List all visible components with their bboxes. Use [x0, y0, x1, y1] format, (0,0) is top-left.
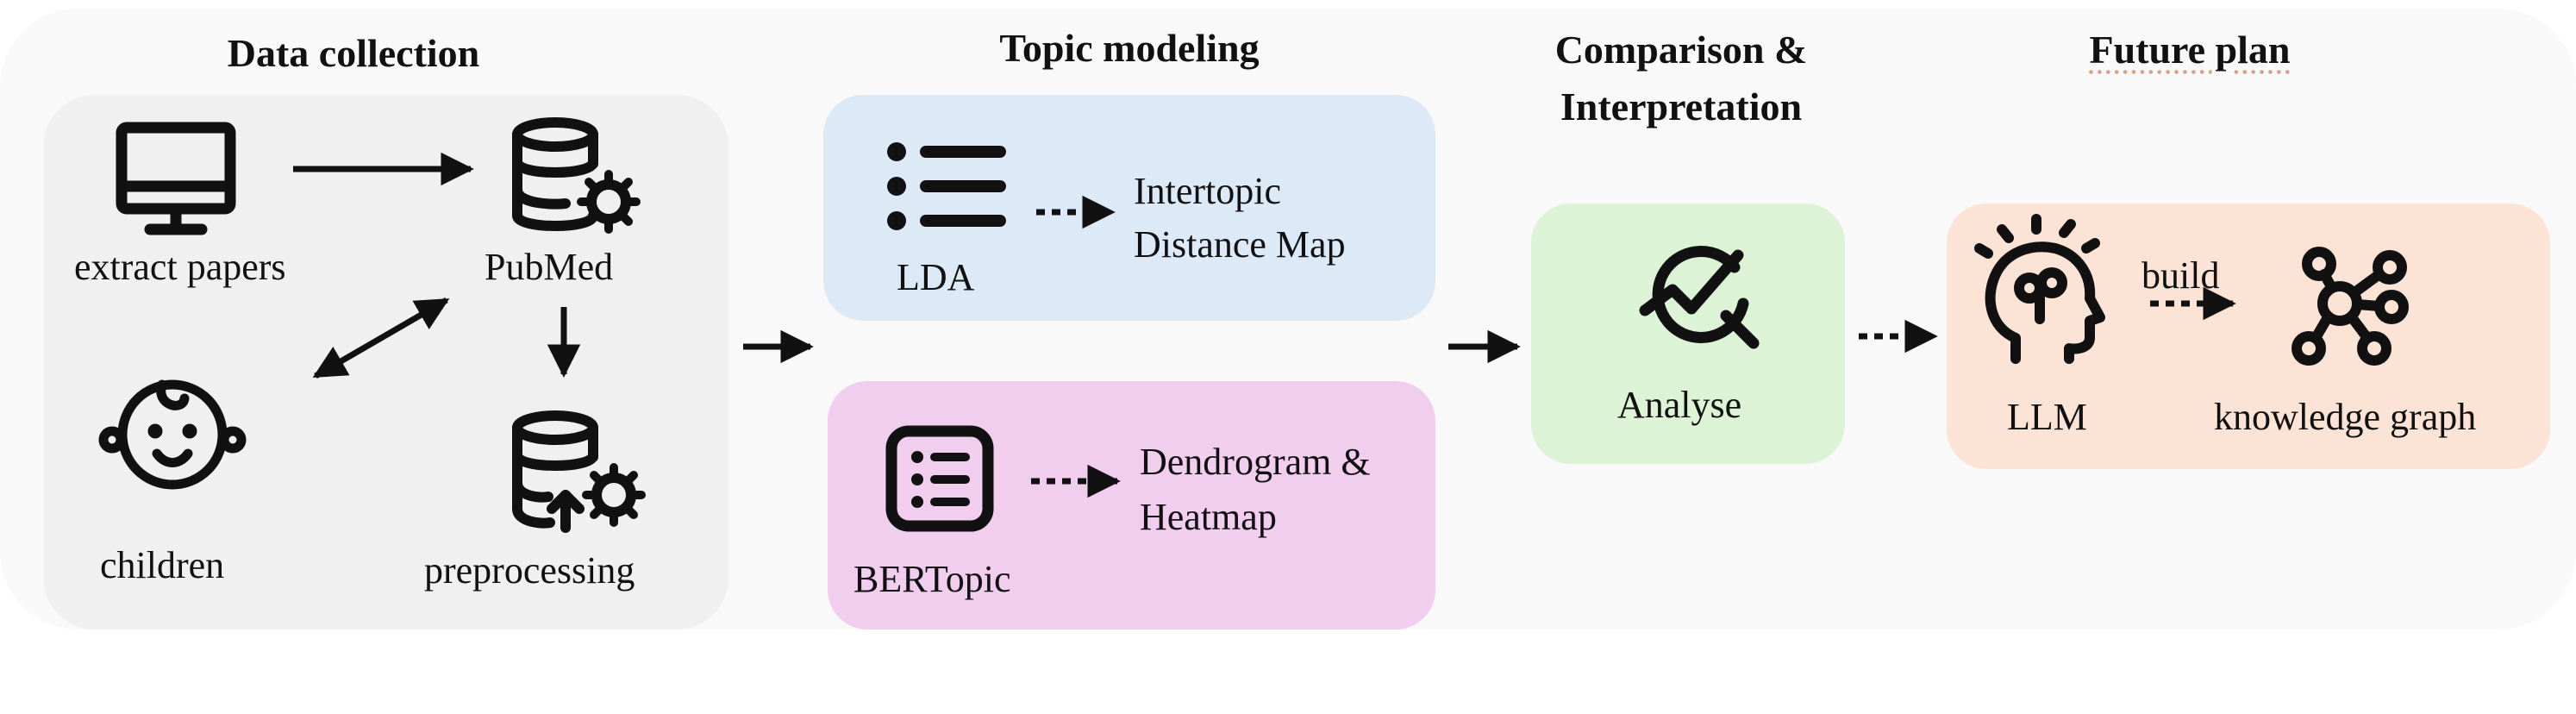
monitor-icon: [116, 122, 236, 235]
comparison-title-line1: Comparison &: [1554, 28, 1808, 72]
database-upload-gear-icon: [512, 410, 646, 533]
future-plan-title: Future plan: [2089, 28, 2291, 72]
lda-label: LDA: [897, 256, 975, 298]
brain-head-icon: [1974, 214, 2105, 364]
arrow-children-pubmed-bidirectional: [312, 297, 450, 379]
dendrogram-label-line2: Heatmap: [1140, 496, 1277, 538]
intertopic-label-line2: Distance Map: [1134, 223, 1346, 266]
data-collection-title: Data collection: [227, 31, 480, 75]
pubmed-label: PubMed: [485, 246, 614, 288]
list-box-icon: [885, 425, 994, 532]
knowledge-graph-label: knowledge graph: [2214, 396, 2477, 438]
bertopic-box: [828, 381, 1435, 629]
bertopic-label: BERTopic: [853, 558, 1011, 600]
network-hub-icon: [2292, 247, 2409, 366]
dendrogram-label-line1: Dendrogram &: [1140, 441, 1371, 483]
baby-face-icon: [98, 379, 247, 490]
extract-papers-label: extract papers: [74, 246, 286, 288]
analysis-magnifier-icon: [1639, 246, 1760, 349]
lda-box: [823, 95, 1435, 321]
topic-modeling-title: Topic modeling: [999, 26, 1260, 70]
database-gear-icon: [512, 117, 641, 234]
list-icon: [887, 142, 1006, 230]
analyse-label: Analyse: [1617, 384, 1742, 426]
intertopic-label-line1: Intertopic: [1134, 170, 1282, 212]
llm-label: LLM: [2007, 396, 2087, 438]
children-label: children: [100, 544, 225, 586]
preprocessing-label: preprocessing: [424, 549, 635, 592]
comparison-title-line2: Interpretation: [1560, 85, 1803, 128]
